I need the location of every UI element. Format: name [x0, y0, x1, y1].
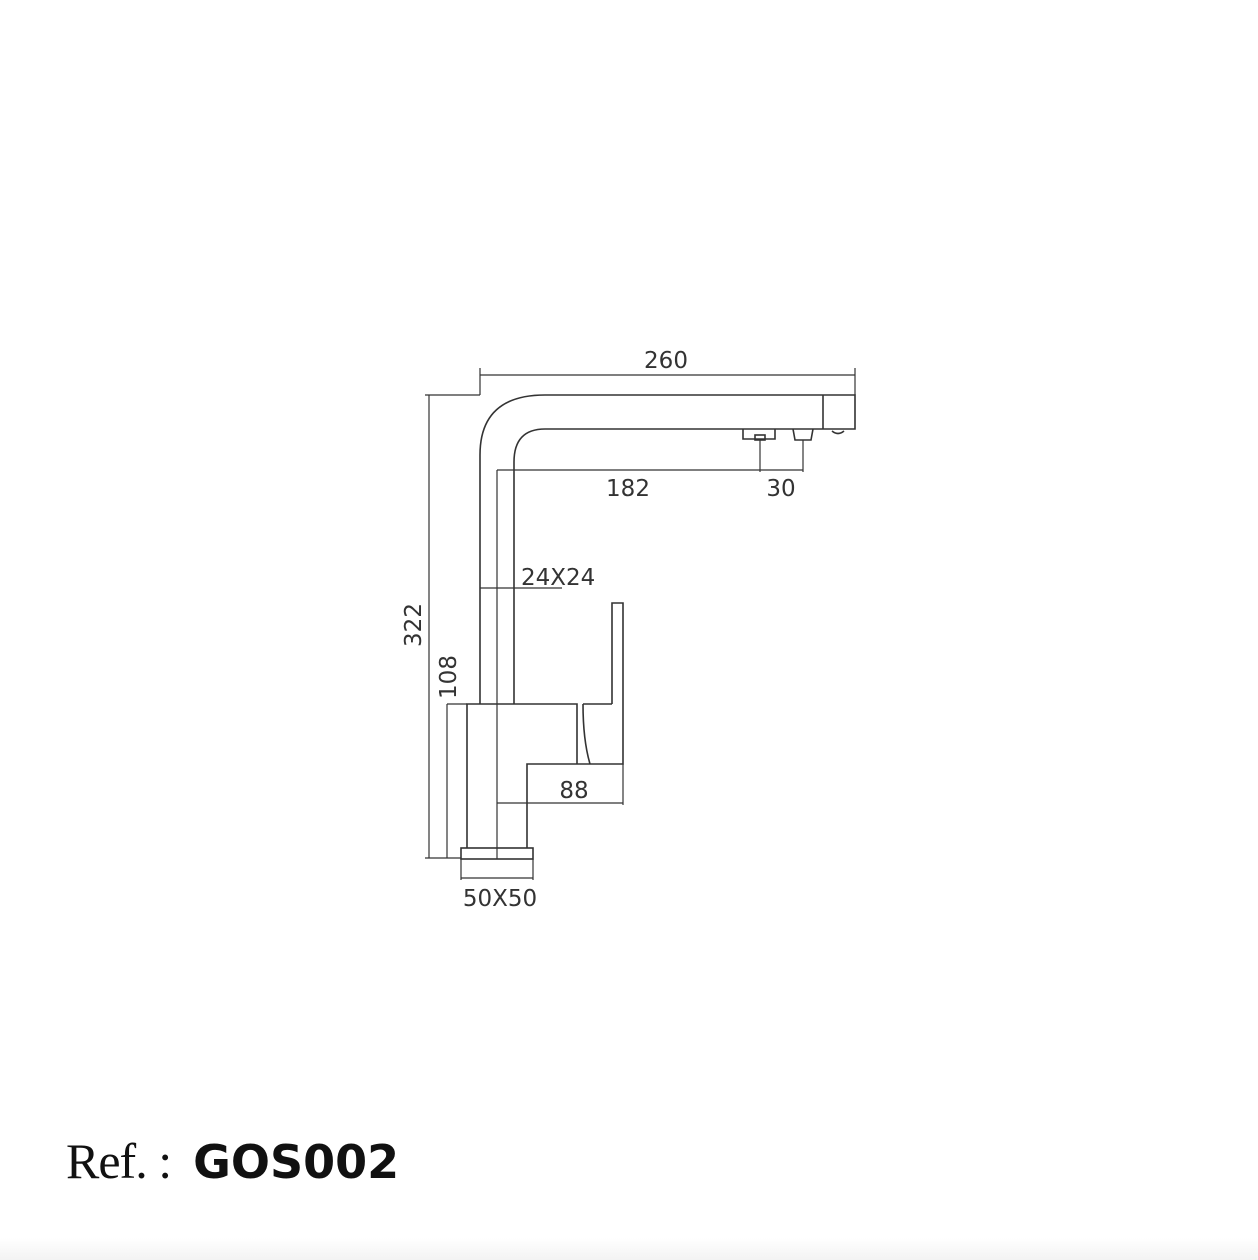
dim-handle-reach: 88	[559, 778, 588, 804]
reference: Ref. : GOS002	[66, 1132, 399, 1190]
reference-label: Ref. :	[66, 1133, 172, 1189]
reference-code: GOS002	[193, 1135, 400, 1189]
dim-body-height: 108	[436, 655, 462, 699]
dim-total-height: 322	[401, 603, 427, 647]
dimension-lines	[425, 368, 856, 880]
dim-overall-reach: 260	[644, 348, 688, 374]
dim-outlet-distance: 182	[606, 476, 650, 502]
dim-outlet-spacing: 30	[766, 476, 795, 502]
faucet-outline	[460, 394, 856, 860]
dim-spout-section: 24X24	[521, 565, 595, 591]
dim-base-section: 50X50	[463, 886, 537, 912]
bottom-edge	[0, 1238, 1258, 1260]
